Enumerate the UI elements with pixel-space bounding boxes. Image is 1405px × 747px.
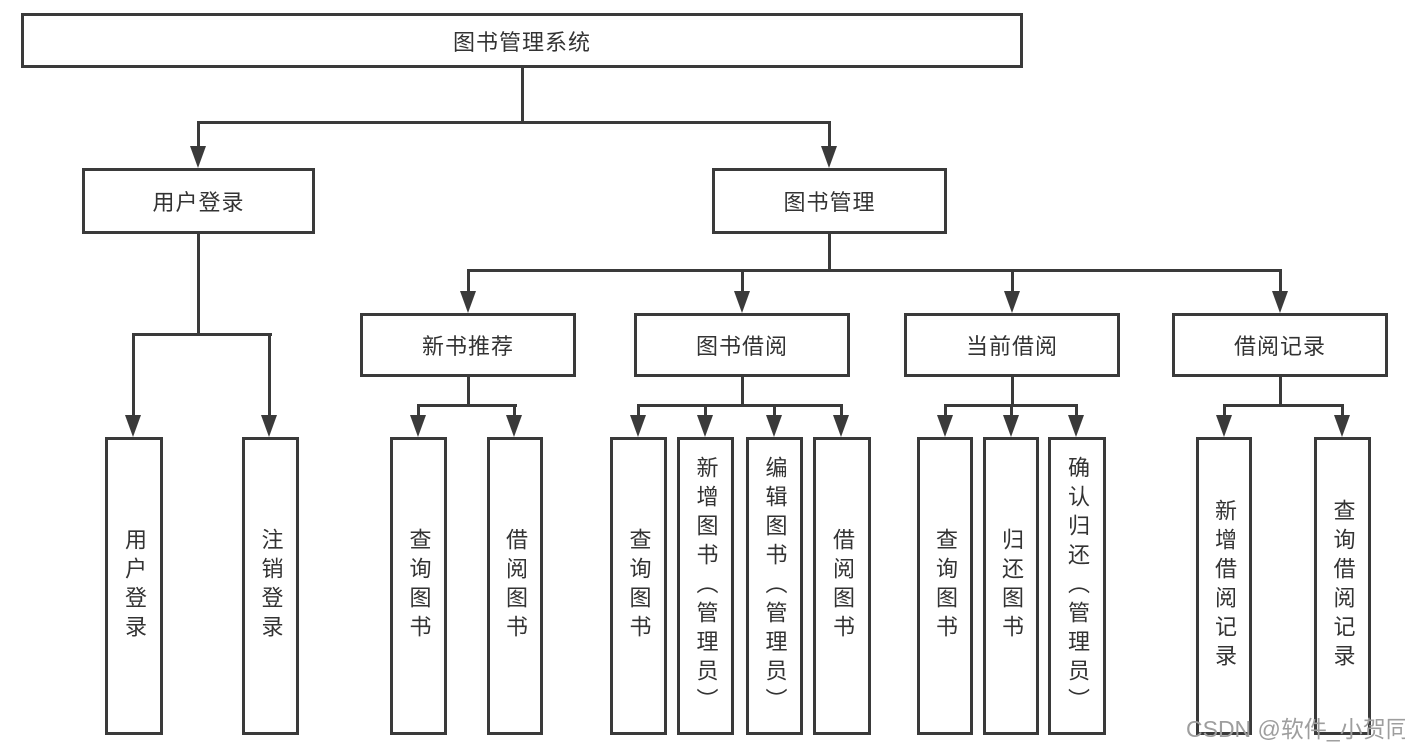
arrowhead-down-icon [125,415,141,437]
leaf-borrow-books-borrowing: 借阅图书 [813,437,871,735]
arrowhead-down-icon [1003,415,1019,437]
connector-group-stem [1279,377,1282,407]
connector-bookmgmt-stem [828,234,831,272]
connector-group-stem [741,377,744,407]
connector-arrow-stem [197,121,200,149]
node-book-management: 图书管理 [712,168,947,234]
leaf-add-book-admin: 新增图书（管理员） [677,437,734,735]
arrowhead-down-icon [1004,291,1020,313]
connector-group-bus [417,404,517,407]
connector-arrow-stem [132,333,135,417]
leaf-query-borrow-record: 查询借阅记录 [1314,437,1371,735]
connector-arrow-stem [268,333,271,417]
arrowhead-down-icon [1272,291,1288,313]
node-current-borrowing: 当前借阅 [904,313,1120,377]
arrowhead-down-icon [1334,415,1350,437]
connector-group-bus [637,404,843,407]
arrowhead-down-icon [937,415,953,437]
node-user-login: 用户登录 [82,168,315,234]
connector-arrow-stem [944,404,947,418]
arrowhead-down-icon [1068,415,1084,437]
connector-group-bus [1223,404,1343,407]
node-book-borrowing: 图书借阅 [634,313,850,377]
arrowhead-down-icon [1216,415,1232,437]
arrowhead-down-icon [734,291,750,313]
connector-arrow-stem [417,404,420,418]
arrowhead-down-icon [506,415,522,437]
connector-arrow-stem [773,404,776,418]
connector-userlogin-bus [132,333,272,336]
arrowhead-down-icon [460,291,476,313]
leaf-logout-login: 注销登录 [242,437,299,735]
node-new-book-recommendation: 新书推荐 [360,313,576,377]
node-borrowing-records: 借阅记录 [1172,313,1388,377]
connector-bookmgmt-bus [467,269,1282,272]
connector-userlogin-stem [197,234,200,335]
arrowhead-down-icon [190,146,206,168]
arrowhead-down-icon [410,415,426,437]
leaf-query-books-current: 查询图书 [917,437,973,735]
connector-group-stem [467,377,470,407]
connector-arrow-stem [1010,404,1013,418]
connector-arrow-stem [704,404,707,418]
connector-arrow-stem [1223,404,1226,418]
arrowhead-down-icon [821,146,837,168]
watermark: CSDN @软件_小贺同学 [1186,716,1405,742]
connector-arrow-stem [637,404,640,418]
connector-arrow-stem [1075,404,1078,418]
leaf-add-borrow-record: 新增借阅记录 [1196,437,1252,735]
leaf-return-books: 归还图书 [983,437,1039,735]
arrowhead-down-icon [833,415,849,437]
arrowhead-down-icon [261,415,277,437]
connector-arrow-stem [513,404,516,418]
leaf-query-books-recommend: 查询图书 [390,437,447,735]
connector-arrow-stem [1279,269,1282,293]
node-library-management-system: 图书管理系统 [21,13,1023,68]
leaf-confirm-return-admin: 确认归还（管理员） [1048,437,1106,735]
arrowhead-down-icon [697,415,713,437]
connector-arrow-stem [1341,404,1344,418]
arrowhead-down-icon [766,415,782,437]
leaf-user-login: 用户登录 [105,437,163,735]
connector-arrow-stem [840,404,843,418]
connector-root-stem [521,68,524,123]
leaf-query-books-borrowing: 查询图书 [610,437,667,735]
arrowhead-down-icon [630,415,646,437]
connector-root-bus [197,121,831,124]
connector-arrow-stem [1011,269,1014,293]
leaf-borrow-books-recommend: 借阅图书 [487,437,543,735]
connector-arrow-stem [828,121,831,149]
connector-group-stem [1011,377,1014,407]
leaf-edit-book-admin: 编辑图书（管理员） [746,437,803,735]
connector-arrow-stem [741,269,744,293]
connector-arrow-stem [467,269,470,293]
